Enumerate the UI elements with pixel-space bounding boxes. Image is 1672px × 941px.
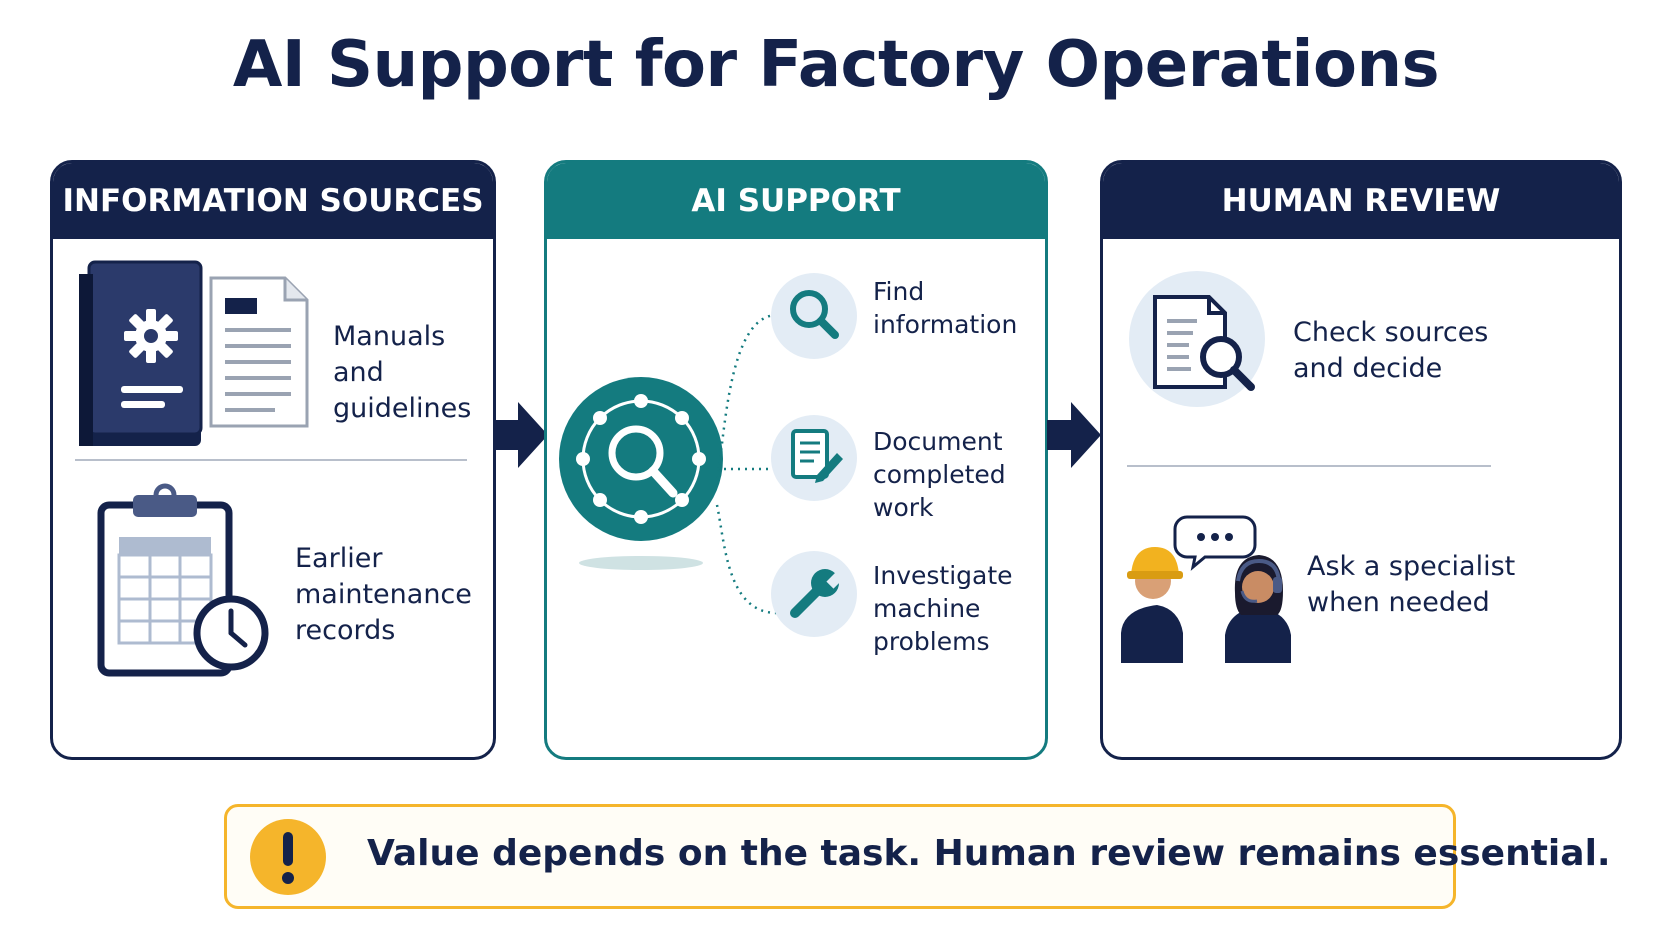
check-sources-label: Check sources and decide xyxy=(1293,317,1489,384)
maintenance-records-label: Earlier maintenance records xyxy=(295,543,472,646)
find-information-label: Find information xyxy=(873,277,1018,339)
investigate-problems-label: Investigate machine problems xyxy=(873,561,1013,656)
clipboard-clock-icon xyxy=(97,483,269,677)
manuals-label: Manuals and guidelines xyxy=(333,321,472,424)
sources-divider xyxy=(75,459,467,461)
document-pen-icon xyxy=(771,415,857,501)
ask-specialist-label: Ask a specialist when needed xyxy=(1307,551,1516,618)
wrench-icon xyxy=(771,551,857,637)
document-search-icon xyxy=(1129,271,1265,407)
review-divider xyxy=(1127,465,1491,467)
ai-support-panel: AI SUPPORT Find information xyxy=(544,160,1048,760)
worker-specialist-icon xyxy=(1121,515,1291,663)
ai-support-header: AI SUPPORT xyxy=(547,163,1045,239)
arrow-right-icon xyxy=(1047,402,1101,468)
page-title: AI Support for Factory Operations xyxy=(232,28,1440,102)
human-review-panel: HUMAN REVIEW Check sources and decide As… xyxy=(1100,160,1622,760)
notice-banner: Value depends on the task. Human review … xyxy=(224,804,1611,909)
dotted-connectors xyxy=(715,313,778,615)
document-work-label: Document completed work xyxy=(873,427,1006,522)
information-sources-header: INFORMATION SOURCES xyxy=(53,163,493,239)
arrow-right-icon xyxy=(494,402,548,468)
human-review-header: HUMAN REVIEW xyxy=(1103,163,1619,239)
information-sources-panel: INFORMATION SOURCES Manuals and gu xyxy=(50,160,496,760)
warning-icon xyxy=(250,819,326,895)
notice-text: Value depends on the task. Human review … xyxy=(367,833,1611,874)
magnifier-icon xyxy=(771,273,857,359)
manual-book-icon xyxy=(79,260,309,446)
ai-network-search-icon xyxy=(559,377,723,570)
